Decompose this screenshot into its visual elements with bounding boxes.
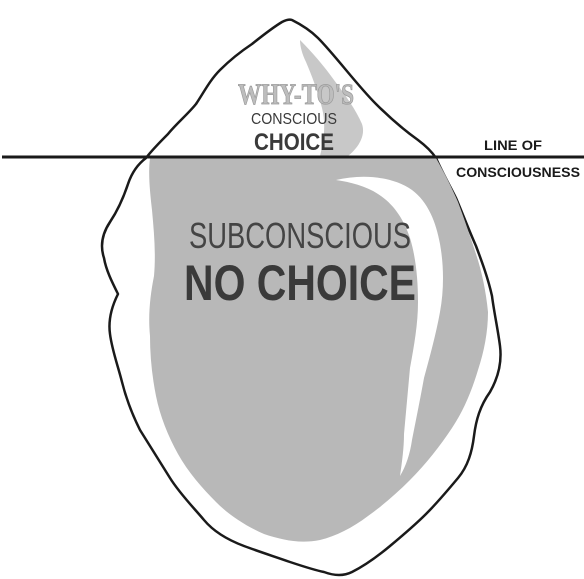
iceberg-tip-highlight bbox=[202, 60, 250, 150]
line-label-line2: CONSCIOUSNESS bbox=[456, 164, 580, 180]
subconscious-label: SUBCONSCIOUS bbox=[189, 215, 411, 256]
choice-label: CHOICE bbox=[254, 129, 334, 156]
why-tos-heading: WHY-TO'S bbox=[238, 78, 354, 111]
iceberg-underwater-mass bbox=[149, 158, 488, 542]
conscious-label: CONSCIOUS bbox=[251, 111, 337, 128]
iceberg-highlight bbox=[336, 176, 443, 476]
no-choice-label: NO CHOICE bbox=[184, 255, 416, 311]
iceberg-tip-shade bbox=[300, 40, 364, 156]
line-label-line1: LINE OF bbox=[484, 137, 542, 153]
